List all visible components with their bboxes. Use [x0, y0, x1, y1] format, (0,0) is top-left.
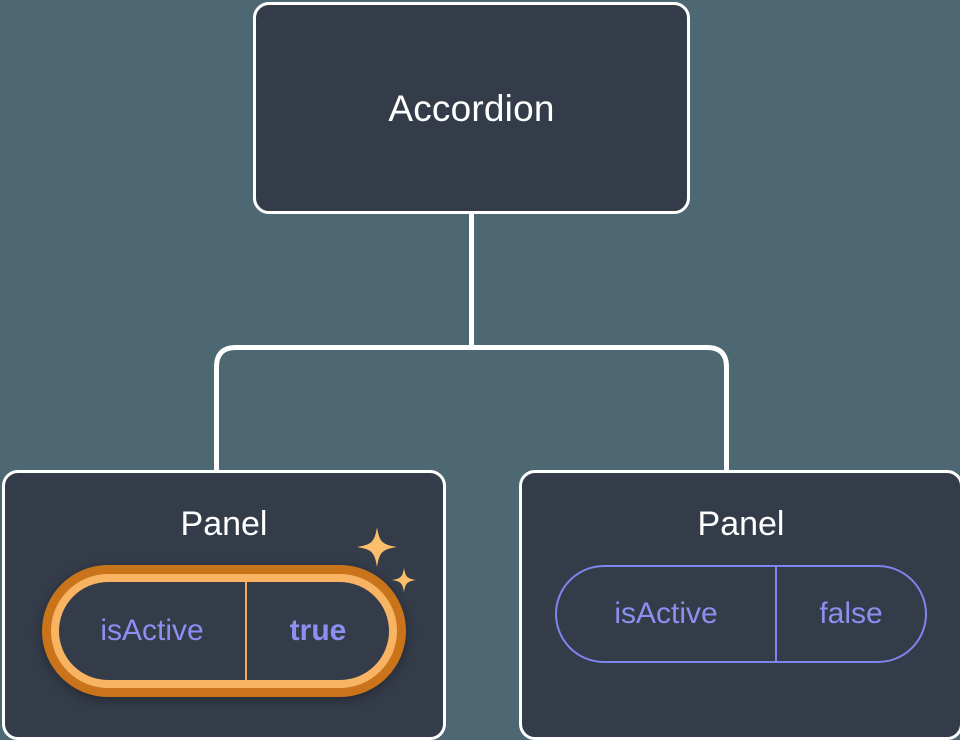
node-panel-inactive-title: Panel — [697, 505, 785, 543]
node-panel-active[interactable]: Panel isActive true — [2, 470, 446, 740]
prop-key-isactive-true: isActive — [100, 614, 204, 647]
prop-value-false: false — [775, 567, 925, 661]
prop-pill-inactive-wrap: isActive false — [522, 565, 960, 663]
node-accordion[interactable]: Accordion — [253, 2, 690, 214]
connector-branch-bar — [214, 345, 729, 470]
node-panel-active-title: Panel — [180, 505, 268, 543]
prop-pill-inactive[interactable]: isActive false — [555, 565, 927, 663]
prop-pill-highlight-ring-inner: isActive true — [51, 574, 397, 688]
prop-pill-highlight-ring[interactable]: isActive true — [42, 565, 406, 697]
prop-pill-active-wrap: isActive true — [5, 527, 443, 697]
node-accordion-title: Accordion — [388, 87, 555, 129]
prop-pill-active[interactable]: isActive true — [59, 582, 389, 680]
prop-value-true: true — [245, 582, 389, 680]
prop-key-isactive-false: isActive — [614, 597, 718, 630]
node-panel-inactive[interactable]: Panel isActive false — [519, 470, 960, 740]
sparkle-small-icon — [392, 568, 416, 592]
